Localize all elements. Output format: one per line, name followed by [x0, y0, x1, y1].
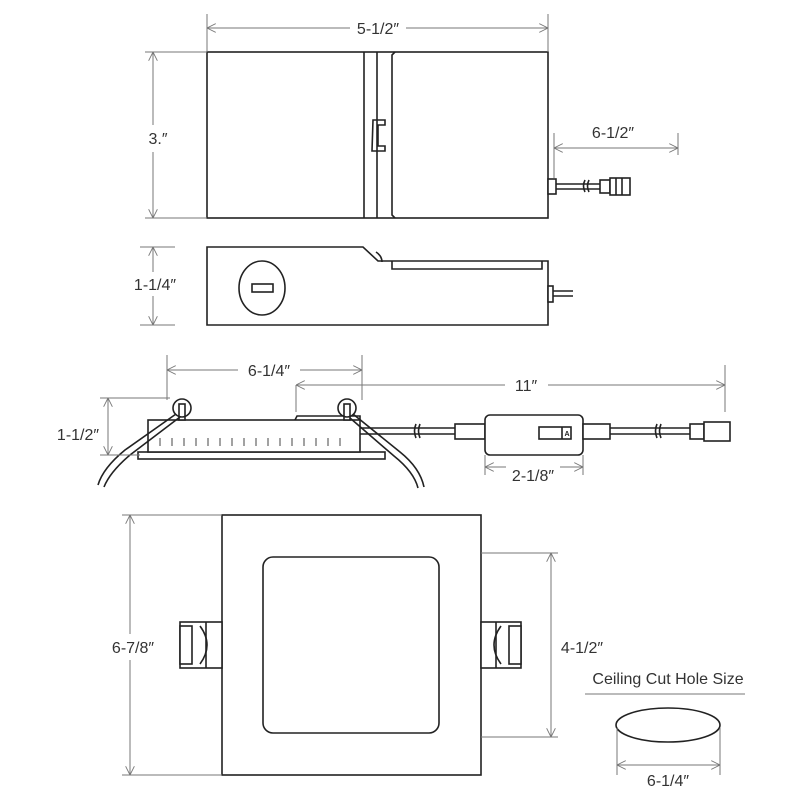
dimension-box-depth: 1-1/4″: [134, 246, 176, 326]
fixture-height-label: 1-1/2″: [57, 427, 99, 444]
connector: [703, 421, 731, 442]
junction-box-side-view: [206, 246, 573, 326]
cut-hole-shape: [615, 707, 721, 743]
driver-switch: [538, 426, 572, 440]
cut-hole-size-label: 6-1/4″: [647, 773, 689, 790]
dimension-box-width: 5-1/2″: [206, 14, 549, 52]
clip-left: [179, 621, 223, 669]
ceiling-cut-hole: Ceiling Cut Hole Size 6-1/4″: [585, 671, 745, 790]
dimension-spring-span: 6-1/4″: [166, 355, 363, 400]
box-width-label: 5-1/2″: [357, 21, 399, 38]
box-height-label: 3.″: [148, 131, 167, 148]
cord-length-label: 6-1/2″: [592, 125, 634, 142]
switch-letter: A: [564, 431, 569, 438]
cut-hole-title: Ceiling Cut Hole Size: [592, 671, 743, 688]
connector: [454, 423, 486, 440]
spring-clip-right: [337, 398, 425, 489]
clip-right: [480, 621, 522, 669]
driver-length-label: 2-1/8″: [512, 468, 554, 485]
outer-size-label: 6-7/8″: [112, 640, 154, 657]
dimension-outer-size: 6-7/8″: [112, 514, 222, 776]
dimension-box-height: 3.″: [145, 51, 207, 219]
fixture-side-view: A: [97, 398, 731, 489]
cable-length-label: 11″: [515, 378, 538, 395]
dimension-fixture-height: 1-1/2″: [57, 397, 170, 456]
box-depth-label: 1-1/4″: [134, 277, 176, 294]
dimension-cord-length: 6-1/2″: [553, 124, 679, 178]
knockout-icon: [238, 260, 286, 316]
dimension-inner-size: 4-1/2″: [481, 552, 603, 738]
junction-box-top-view: [206, 51, 631, 219]
dimension-cable-length: 11″: [295, 365, 726, 412]
connector: [599, 179, 611, 194]
fixture-front-view: [179, 514, 522, 776]
dimension-driver-length: 2-1/8″: [484, 455, 584, 485]
inner-size-label: 4-1/2″: [561, 640, 603, 657]
spring-span-label: 6-1/4″: [248, 363, 290, 380]
connector: [582, 423, 611, 440]
cord-strain-relief: [547, 178, 557, 195]
